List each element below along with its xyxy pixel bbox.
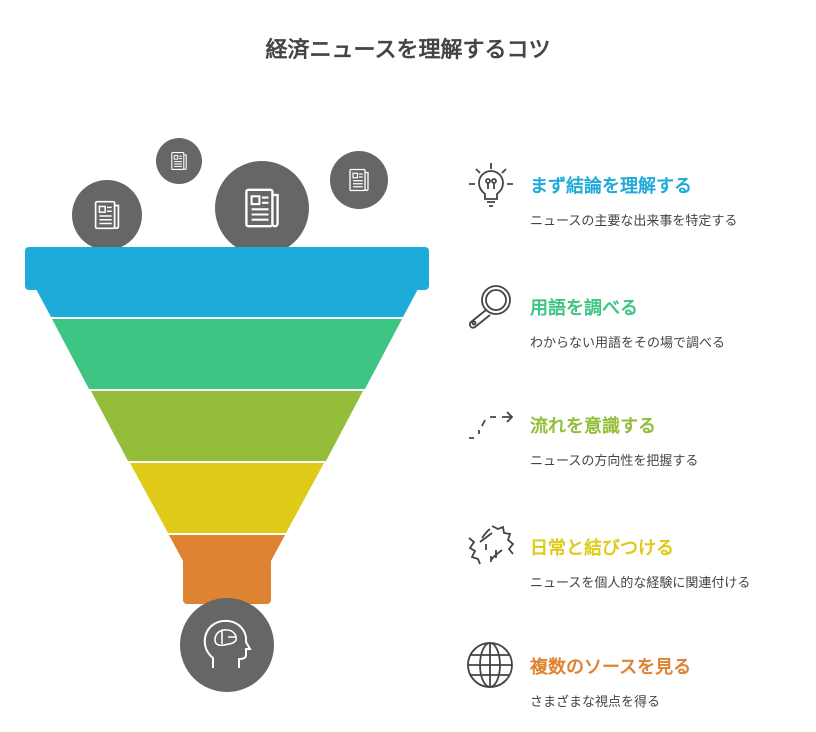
funnel-band-3 xyxy=(91,391,363,461)
handshake-icon xyxy=(468,525,515,565)
newspaper-icon xyxy=(215,161,309,255)
newspaper-icon xyxy=(330,151,388,209)
newspaper-icon xyxy=(156,138,202,184)
magnifier-icon xyxy=(468,285,511,329)
head-brain-icon xyxy=(180,598,274,692)
funnel-rim xyxy=(25,247,429,290)
step-heading: 日常と結びつける xyxy=(530,538,674,559)
lightbulb-icon xyxy=(469,163,513,207)
step-heading: 用語を調べる xyxy=(530,298,638,319)
step-description: さまざまな視点を得る xyxy=(530,695,661,710)
funnel-band-5 xyxy=(169,535,285,604)
funnel-band-2 xyxy=(52,319,402,389)
funnel-band-1 xyxy=(36,289,418,317)
step-description: ニュースの方向性を把握する xyxy=(530,454,699,469)
globe-icon xyxy=(467,642,513,688)
page-title: 経済ニュースを理解するコツ xyxy=(265,38,551,63)
step-heading: 複数のソースを見る xyxy=(530,657,692,678)
funnel-band-4 xyxy=(130,463,324,533)
step-heading: 流れを意識する xyxy=(530,416,656,437)
step-heading: まず結論を理解する xyxy=(530,176,692,197)
step-description: ニュースを個人的な経験に関連付ける xyxy=(530,576,751,591)
step-description: ニュースの主要な出来事を特定する xyxy=(530,214,738,229)
dashed-arrow-icon xyxy=(469,411,514,439)
newspaper-icon xyxy=(72,180,142,250)
step-description: わからない用語をその場で調べる xyxy=(530,336,726,351)
